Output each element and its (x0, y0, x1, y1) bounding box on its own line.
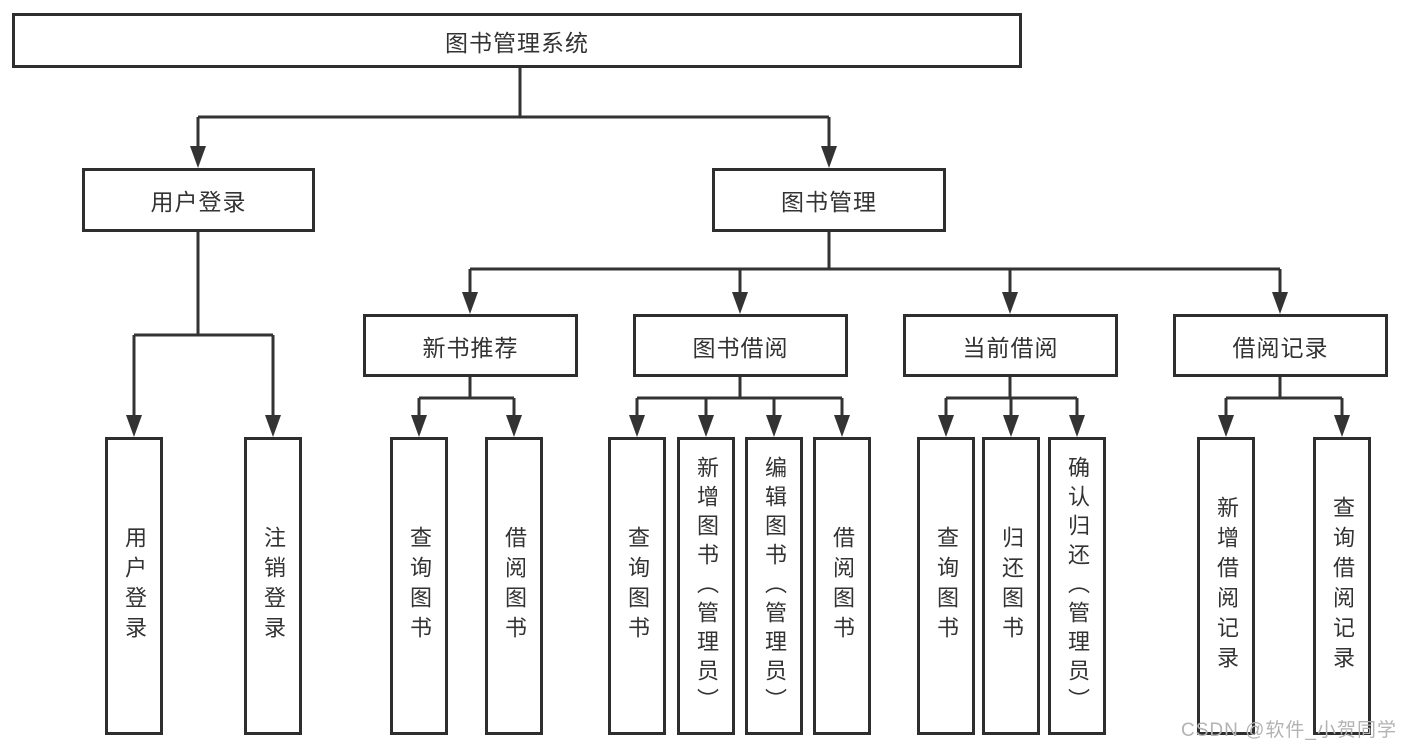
leaf-return-book: 归还图书 (982, 437, 1040, 735)
arrowhead (821, 146, 837, 168)
connector-root-to-level2 (196, 68, 831, 150)
arrowhead (698, 415, 714, 437)
arrowhead (732, 292, 748, 314)
arrowhead (126, 415, 142, 437)
arrowhead (1003, 415, 1019, 437)
arrowhead (1002, 292, 1018, 314)
arrowhead (1334, 415, 1350, 437)
node-user-login: 用户登录 (82, 168, 315, 232)
leaf-borrow-borrow-book: 借阅图书 (813, 437, 871, 735)
leaf-add-borrow-record: 新增借阅记录 (1197, 437, 1255, 735)
arrowhead (462, 292, 478, 314)
arrowhead (265, 415, 281, 437)
leaf-confirm-return-admin: 确认归还（管理员） (1048, 437, 1106, 735)
arrowheads (126, 146, 1350, 437)
node-borrowing-records: 借阅记录 (1173, 314, 1388, 377)
node-new-book-recommendation: 新书推荐 (363, 314, 578, 377)
arrowhead (1218, 415, 1234, 437)
arrowhead (190, 146, 206, 168)
arrowhead (938, 415, 954, 437)
connector-userlogin-to-leaves (132, 232, 275, 419)
leaf-borrow-query-book: 查询图书 (608, 437, 666, 735)
arrowhead (411, 415, 427, 437)
watermark-text: CSDN @软件_小贺同学 (1181, 720, 1397, 741)
leaf-add-book-admin: 新增图书（管理员） (677, 437, 735, 735)
leaf-rec-query-book: 查询图书 (390, 437, 448, 735)
connector-newbookrec-to-leaves (417, 377, 516, 419)
connector-bookborrow-to-leaves (635, 377, 844, 419)
arrowhead (506, 415, 522, 437)
node-library-management-system: 图书管理系统 (12, 13, 1022, 68)
leaf-query-borrow-record: 查询借阅记录 (1313, 437, 1371, 735)
leaf-edit-book-admin: 编辑图书（管理员） (745, 437, 803, 735)
leaf-current-query-book: 查询图书 (917, 437, 975, 735)
arrowhead (629, 415, 645, 437)
leaf-user-login: 用户登录 (105, 437, 163, 735)
arrowhead (1272, 292, 1288, 314)
arrowhead (1069, 415, 1085, 437)
leaf-logout: 注销登录 (244, 437, 302, 735)
connector-bookmgmt-to-level3 (468, 232, 1282, 296)
connector-currentborrow-to-leaves (944, 377, 1079, 419)
node-current-borrowing: 当前借阅 (903, 314, 1118, 377)
connector-borrowrecords-to-leaves (1224, 377, 1344, 419)
arrowhead (766, 415, 782, 437)
node-book-borrowing: 图书借阅 (633, 314, 848, 377)
arrowhead (834, 415, 850, 437)
node-book-management: 图书管理 (712, 168, 946, 232)
leaf-rec-borrow-book: 借阅图书 (485, 437, 543, 735)
